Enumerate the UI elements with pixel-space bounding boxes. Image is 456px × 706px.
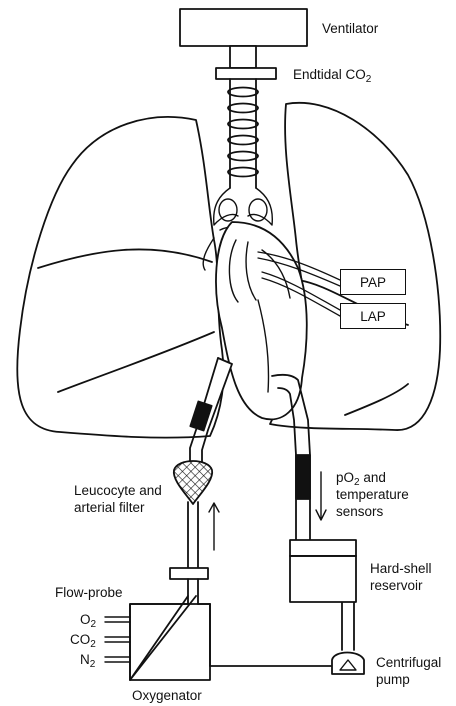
oxygenator-label: Oxygenator: [132, 687, 202, 704]
ventilator-stem: [230, 46, 256, 68]
centrifugal-pump-label: Centrifugal pump: [376, 654, 441, 688]
n2-label: N2: [80, 651, 95, 668]
oxygenator-to-pump-tubing: [210, 604, 332, 666]
left-lung: [17, 117, 223, 438]
ventilator-label: Ventilator: [322, 20, 378, 37]
upward-flow-arrow: [209, 503, 219, 550]
venous-tube-marker: [296, 455, 310, 499]
flow-probe: [170, 568, 208, 579]
lap-box: LAP: [340, 303, 406, 329]
hard-shell-reservoir-label: Hard-shell reservoir: [370, 560, 432, 594]
leucocyte-filter-label: Leucocyte and arterial filter: [74, 482, 162, 516]
filter-to-flow-probe-tubing: [188, 502, 198, 568]
flow-probe-to-oxygenator-tubing: [188, 579, 210, 604]
leucocyte-filter: [174, 461, 212, 504]
flow-probe-label: Flow-probe: [55, 584, 123, 601]
pap-box: PAP: [340, 269, 406, 295]
trachea: [228, 79, 258, 188]
ventilator-box: [180, 9, 307, 46]
heart: [216, 222, 307, 419]
hard-shell-reservoir: [290, 540, 356, 602]
centrifugal-pump: [332, 653, 364, 675]
endtidal-co2-connector: [216, 68, 276, 79]
oxygenator: [130, 596, 210, 680]
reservoir-to-pump-tubing: [342, 600, 354, 650]
po2-temperature-sensors-label: pO2 and temperature sensors: [336, 469, 409, 520]
o2-label: O2: [80, 611, 96, 628]
downward-flow-arrow: [316, 472, 326, 520]
co2-label: CO2: [70, 631, 96, 648]
gas-inlet-lines: [105, 617, 130, 662]
endtidal-co2-label: Endtidal CO2: [293, 66, 371, 83]
